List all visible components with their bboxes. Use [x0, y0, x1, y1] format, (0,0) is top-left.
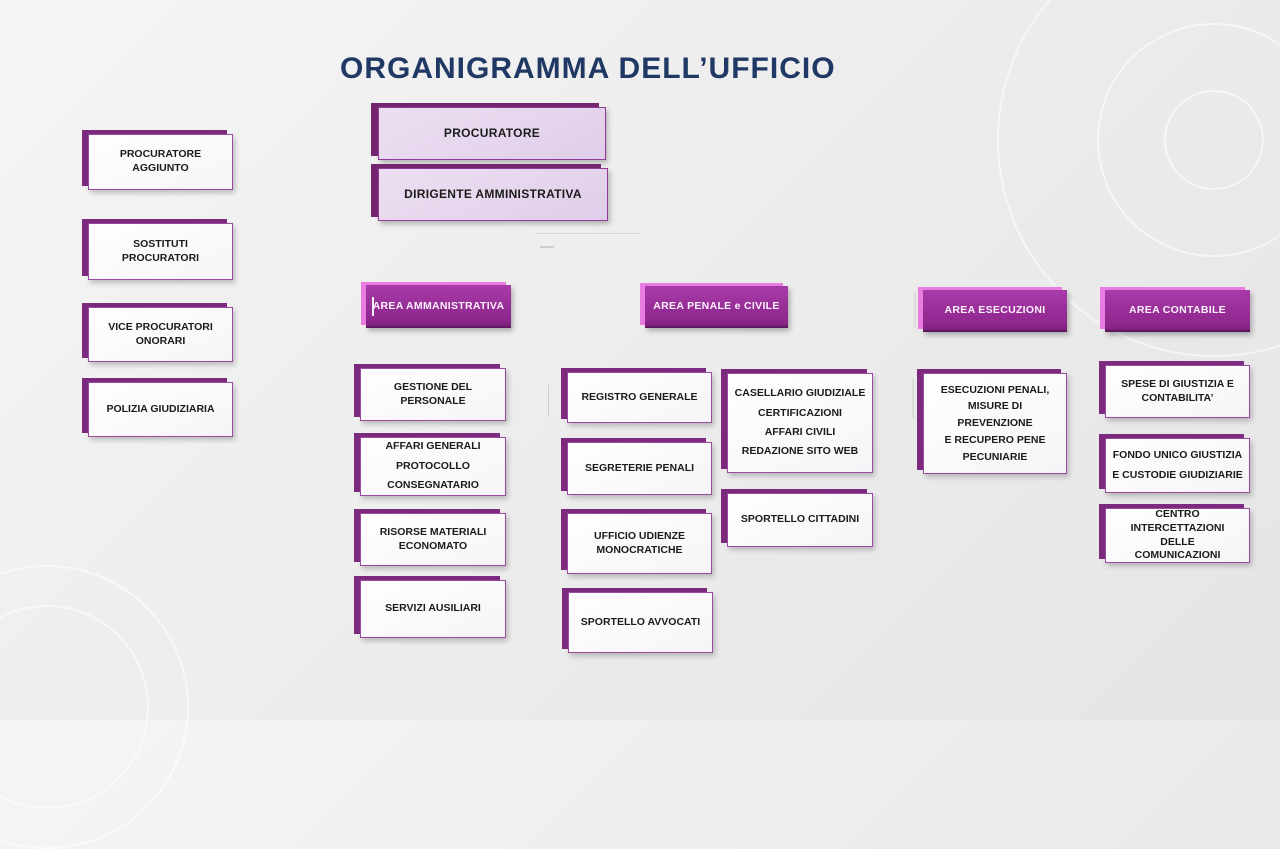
- background-ring-icon: [1164, 90, 1264, 190]
- box-centro-intercettazioni: CENTRO INTERCETTAZIONI DELLE COMUNICAZIO…: [1105, 508, 1250, 563]
- header-area-amministrativa: AREA AMMANISTRATIVA: [366, 285, 511, 328]
- connector-line: [912, 378, 914, 418]
- box-sostituti-procuratori: SOSTITUTI PROCURATORI: [88, 223, 233, 280]
- background-ring-icon: [1097, 23, 1280, 257]
- box-spese-giustizia: SPESE DI GIUSTIZIA E CONTABILITA’: [1105, 365, 1250, 418]
- connector-line: [540, 246, 554, 248]
- box-casellario-giudiziale: CASELLARIO GIUDIZIALE CERTIFICAZIONI AFF…: [727, 373, 873, 473]
- connector-line: [914, 293, 916, 327]
- connector-line: [548, 385, 549, 417]
- header-area-esecuzioni: AREA ESECUZIONI: [923, 290, 1067, 332]
- background-ring-icon: [0, 565, 189, 849]
- background-ring-icon: [0, 605, 149, 809]
- box-dirigente-amministrativa: DIRIGENTE AMMINISTRATIVA: [378, 168, 608, 221]
- box-polizia-giudiziaria: POLIZIA GIUDIZIARIA: [88, 382, 233, 437]
- box-procuratore-aggiunto: PROCURATORE AGGIUNTO: [88, 134, 233, 190]
- box-risorse-materiali: RISORSE MATERIALI ECONOMATO: [360, 513, 506, 566]
- box-esecuzioni-penali: ESECUZIONI PENALI, MISURE DI PREVENZIONE…: [923, 373, 1067, 474]
- connector-line: [536, 233, 641, 234]
- box-servizi-ausiliari: SERVIZI AUSILIARI: [360, 580, 506, 638]
- box-sportello-avvocati: SPORTELLO AVVOCATI: [568, 592, 713, 653]
- box-vice-procuratori-onorari: VICE PROCURATORI ONORARI: [88, 307, 233, 362]
- box-affari-generali: AFFARI GENERALI PROTOCOLLO CONSEGNATARIO: [360, 437, 506, 496]
- box-sportello-cittadini: SPORTELLO CITTADINI: [727, 493, 873, 547]
- box-gestione-personale: GESTIONE DEL PERSONALE: [360, 368, 506, 421]
- header-area-penale-civile: AREA PENALE e CIVILE: [645, 286, 788, 328]
- box-segreterie-penali: SEGRETERIE PENALI: [567, 442, 712, 495]
- header-area-contabile: AREA CONTABILE: [1105, 290, 1250, 332]
- box-fondo-unico: FONDO UNICO GIUSTIZIA E CUSTODIE GIUDIZI…: [1105, 438, 1250, 493]
- box-registro-generale: REGISTRO GENERALE: [567, 372, 712, 423]
- page-title: ORGANIGRAMMA DELL’UFFICIO: [340, 52, 836, 85]
- box-ufficio-udienze: UFFICIO UDIENZE MONOCRATICHE: [567, 513, 712, 574]
- box-procuratore: PROCURATORE: [378, 107, 606, 160]
